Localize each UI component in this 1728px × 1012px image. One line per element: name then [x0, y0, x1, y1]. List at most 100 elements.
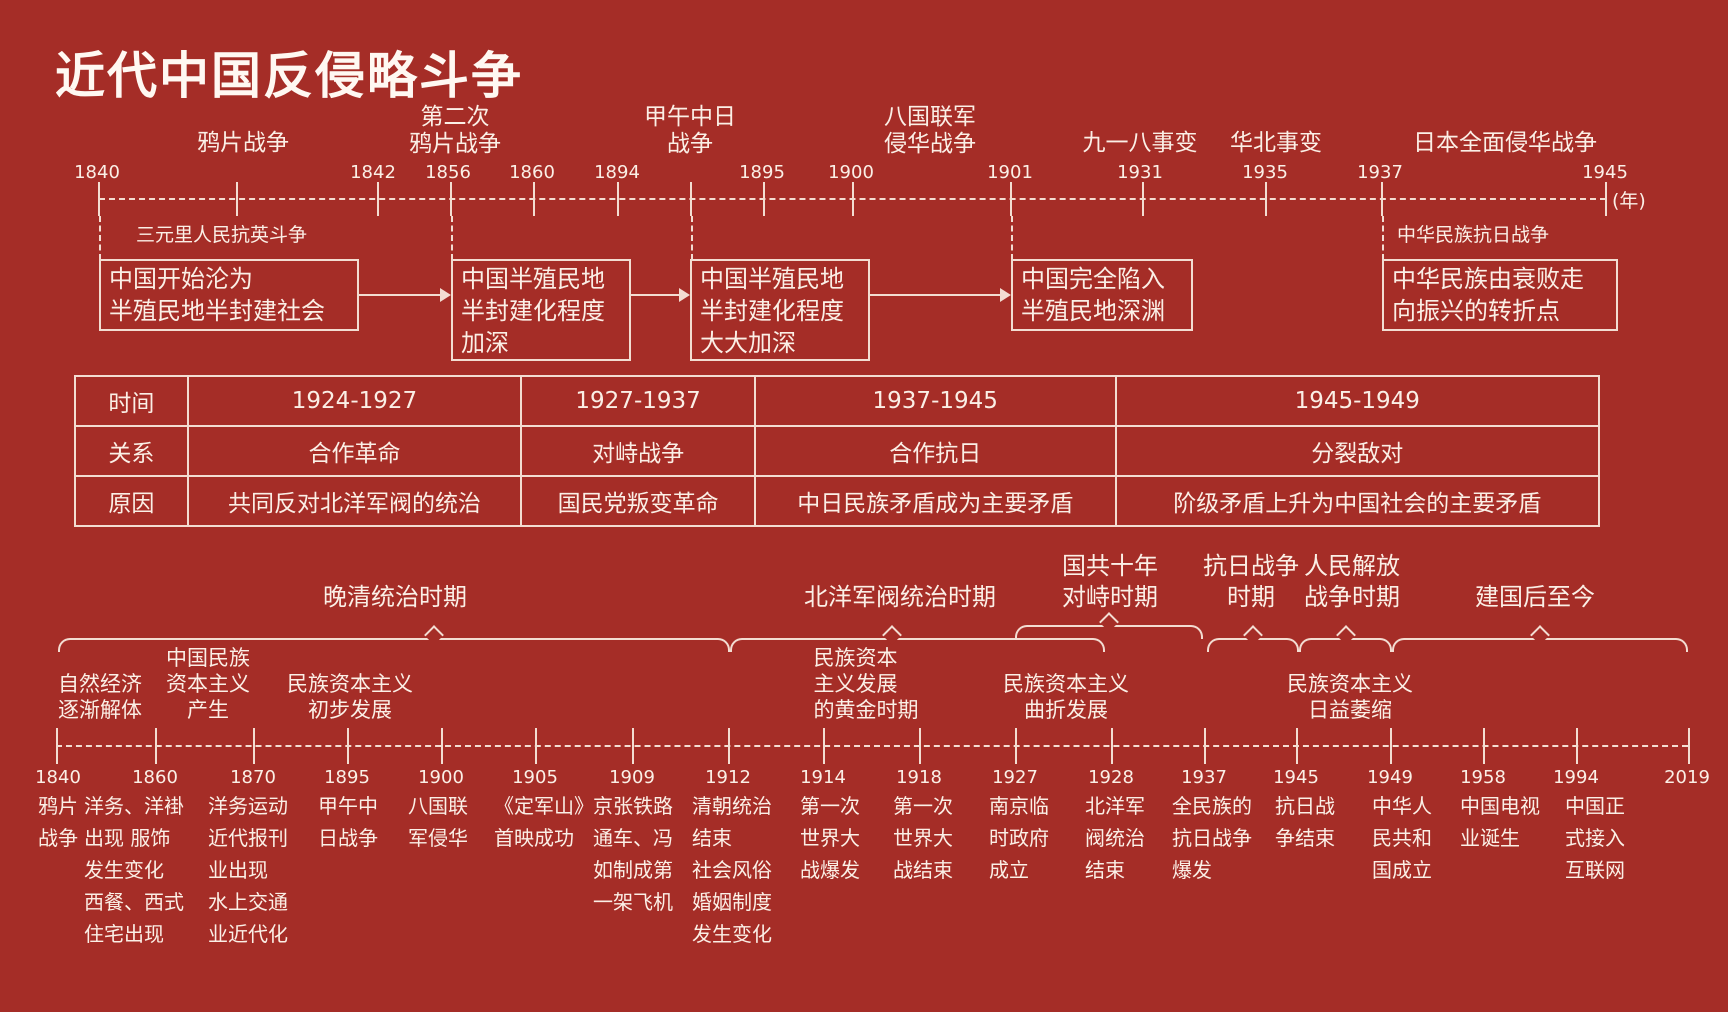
tick	[533, 182, 535, 216]
event-1949: 中华人 民共和 国成立	[1372, 794, 1432, 882]
year-label: 1937	[1357, 162, 1403, 183]
year-label: 1860	[509, 162, 555, 183]
year-unit-label: (年)	[1612, 190, 1646, 212]
event-1927: 南京临 时政府 成立	[989, 794, 1049, 882]
drop-line	[691, 216, 693, 260]
event-1912: 清朝统治 结束 社会风俗 婚姻制度 发生变化	[692, 794, 772, 946]
phase-initial-development: 民族资本主义 初步发展	[287, 672, 413, 722]
year-label: 1856	[425, 162, 471, 183]
brace-ten-years	[1015, 612, 1203, 639]
period-anti-japanese: 抗日战争 时期	[1203, 552, 1299, 611]
tick	[1010, 182, 1012, 216]
table-cell: 1937-1945	[753, 375, 1117, 427]
table-cell: 分裂敌对	[1114, 425, 1601, 477]
row-header: 原因	[74, 475, 189, 527]
tick	[852, 182, 854, 216]
event-1905: 《定军山》 首映成功	[494, 794, 594, 850]
tick	[1688, 728, 1690, 764]
drop-line	[99, 216, 101, 260]
drop-line	[1382, 216, 1384, 260]
sanyuanli-label: 三元里人民抗英斗争	[136, 224, 308, 246]
tick	[441, 728, 443, 764]
brace-liberation-war	[1299, 625, 1392, 652]
period-late-qing: 晚清统治时期	[323, 583, 467, 611]
tick	[253, 728, 255, 764]
event-north-china-incident: 华北事变	[1230, 130, 1322, 156]
phase-golden-age: 民族资本 主义发展 的黄金时期	[813, 646, 919, 722]
drop-line	[1011, 216, 1013, 260]
event-full-invasion: 日本全面侵华战争	[1413, 130, 1597, 156]
year-label: 1912	[705, 767, 751, 788]
table-cell: 合作抗日	[753, 425, 1117, 477]
table-row: 原因 共同反对北洋军阀的统治 国民党叛变革命 中日民族矛盾成为主要矛盾 阶级矛盾…	[74, 475, 1601, 527]
tick	[690, 182, 692, 216]
year-label: 1927	[992, 767, 1038, 788]
period-post-1949: 建国后至今	[1475, 583, 1595, 611]
row-header: 时间	[74, 375, 189, 427]
page-title: 近代中国反侵略斗争	[55, 47, 523, 105]
year-label: 1900	[418, 767, 464, 788]
tick	[1204, 728, 1206, 764]
event-1870: 洋务运动 近代报刊 业出现 水上交通 业近代化	[208, 794, 288, 946]
tick	[347, 728, 349, 764]
table-cell: 合作革命	[186, 425, 523, 477]
table-cell: 共同反对北洋军阀的统治	[186, 475, 523, 527]
event-1895: 甲午中 日战争	[318, 794, 378, 850]
event-1945: 抗日战 争结束	[1275, 794, 1335, 850]
period-kmt-cpc-ten-years: 国共十年 对峙时期	[1062, 552, 1158, 611]
tick	[763, 182, 765, 216]
period-beiyang: 北洋军阀统治时期	[804, 583, 996, 611]
tick	[919, 728, 921, 764]
table-cell: 1945-1949	[1114, 375, 1601, 427]
kmt-cpc-relations-table: 时间 1924-1927 1927-1937 1937-1945 1945-19…	[74, 375, 1601, 527]
status-box-1895: 中国半殖民地 半封建化程度 大大加深	[690, 259, 870, 361]
tick	[1390, 728, 1392, 764]
table-row: 关系 合作革命 对峙战争 合作抗日 分裂敌对	[74, 425, 1601, 477]
status-box-1840: 中国开始沦为 半殖民地半封建社会	[99, 259, 359, 331]
table-cell: 1924-1927	[186, 375, 523, 427]
tick	[535, 728, 537, 764]
event-mukden-incident: 九一八事变	[1082, 130, 1198, 156]
tick	[728, 728, 730, 764]
year-label: 2019	[1664, 767, 1710, 788]
year-label: 1931	[1117, 162, 1163, 183]
drop-line	[451, 216, 453, 260]
tick	[1483, 728, 1485, 764]
phase-capitalism-emerges: 中国民族 资本主义 产生	[166, 646, 250, 722]
anti-japanese-war-label: 中华民族抗日战争	[1397, 224, 1550, 246]
event-eight-nation-alliance: 八国联军 侵华战争	[884, 104, 976, 157]
brace-post-1949	[1392, 625, 1688, 652]
event-1928: 北洋军 阀统治 结束	[1085, 794, 1145, 882]
table-cell: 对峙战争	[520, 425, 756, 477]
year-label: 1842	[350, 162, 396, 183]
tick	[98, 182, 100, 216]
tick	[1111, 728, 1113, 764]
tick	[56, 728, 58, 764]
event-1860: 洋务、洋褂 出现 服饰 发生变化 西餐、西式 住宅出现	[84, 794, 184, 946]
tick	[632, 728, 634, 764]
status-box-1937: 中华民族由衰败走 向振兴的转折点	[1382, 259, 1618, 331]
year-label: 1935	[1242, 162, 1288, 183]
year-label: 1909	[609, 767, 655, 788]
year-label: 1840	[35, 767, 81, 788]
arrow-right-icon	[631, 288, 690, 302]
status-box-1860: 中国半殖民地 半封建化程度 加深	[451, 259, 631, 361]
tick	[1142, 182, 1144, 216]
year-label: 1945	[1273, 767, 1319, 788]
row-header: 关系	[74, 425, 189, 477]
table-cell: 中日民族矛盾成为主要矛盾	[753, 475, 1117, 527]
tick	[823, 728, 825, 764]
tick	[236, 182, 238, 216]
year-label: 1905	[512, 767, 558, 788]
year-label: 1918	[896, 767, 942, 788]
event-1914: 第一次 世界大 战爆发	[800, 794, 860, 882]
arrow-right-icon	[359, 288, 451, 302]
timeline-axis	[56, 745, 1688, 747]
year-label: 1937	[1181, 767, 1227, 788]
year-label: 1949	[1367, 767, 1413, 788]
event-1900: 八国联 军侵华	[408, 794, 468, 850]
event-opium-war: 鸦片战争	[197, 130, 289, 156]
event-1909: 京张铁路 通车、冯 如制成第 一架飞机	[593, 794, 673, 914]
year-label: 1928	[1088, 767, 1134, 788]
tick	[1381, 182, 1383, 216]
